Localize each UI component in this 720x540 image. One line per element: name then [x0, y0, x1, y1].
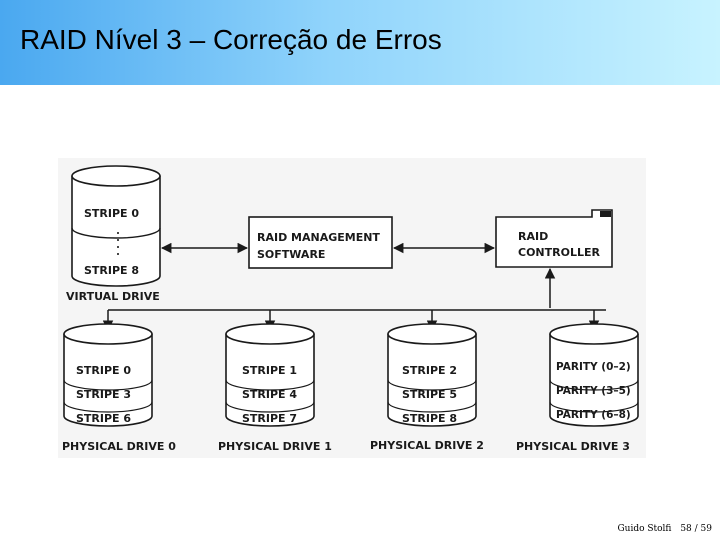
virtual-drive: STRIPE 0 STRIPE 8 VIRTUAL DRIVE [66, 165, 161, 303]
drive-2-stripe-a: STRIPE 2 [402, 364, 457, 377]
virtual-drive-stripe-top: STRIPE 0 [84, 207, 139, 220]
drive-1-stripe-b: STRIPE 4 [242, 388, 297, 401]
slide-title: RAID Nível 3 – Correção de Erros [20, 24, 442, 55]
physical-drives: STRIPE 0 STRIPE 3 STRIPE 6 PHYSICAL DRIV… [62, 310, 639, 453]
virtual-drive-stripe-bottom: STRIPE 8 [84, 264, 139, 277]
footer-page-number: 58 / 59 [680, 524, 712, 534]
physical-drive-3-label: PHYSICAL DRIVE 3 [516, 440, 630, 453]
controller-box-line2: CONTROLLER [518, 246, 600, 259]
software-box-line1: RAID MANAGEMENT [257, 231, 380, 244]
drive-2-stripe-c: STRIPE 8 [402, 412, 457, 425]
title-bar [0, 0, 720, 85]
raid-diagram: STRIPE 0 STRIPE 8 VIRTUAL DRIVE RAID MAN… [62, 165, 639, 453]
physical-drive-3: PARITY (0–2) PARITY (3–5) PARITY (6–8) P… [516, 310, 639, 453]
physical-drive-0: STRIPE 0 STRIPE 3 STRIPE 6 PHYSICAL DRIV… [62, 310, 176, 453]
physical-drive-0-label: PHYSICAL DRIVE 0 [62, 440, 176, 453]
physical-drive-1-label: PHYSICAL DRIVE 1 [218, 440, 332, 453]
drive-0-stripe-a: STRIPE 0 [76, 364, 131, 377]
virtual-drive-label: VIRTUAL DRIVE [66, 290, 160, 303]
drive-1-stripe-a: STRIPE 1 [242, 364, 297, 377]
physical-drive-1: STRIPE 1 STRIPE 4 STRIPE 7 PHYSICAL DRIV… [218, 310, 332, 453]
controller-box-line1: RAID [518, 230, 548, 243]
footer: Guido Stolfi 58 / 59 [611, 524, 712, 534]
physical-drive-2-label: PHYSICAL DRIVE 2 [370, 439, 484, 452]
drive-2-stripe-b: STRIPE 5 [402, 388, 457, 401]
drive-3-parity-a: PARITY (0–2) [556, 361, 631, 373]
footer-author: Guido Stolfi [617, 524, 672, 534]
drive-0-stripe-c: STRIPE 6 [76, 412, 131, 425]
drive-3-parity-c: PARITY (6–8) [556, 409, 631, 421]
raid-controller-box: RAID CONTROLLER [495, 209, 613, 268]
physical-drive-2: STRIPE 2 STRIPE 5 STRIPE 8 PHYSICAL DRIV… [370, 310, 484, 452]
raid-management-software-box: RAID MANAGEMENT SOFTWARE [248, 216, 393, 269]
drive-0-stripe-b: STRIPE 3 [76, 388, 131, 401]
drive-1-stripe-c: STRIPE 7 [242, 412, 297, 425]
software-box-line2: SOFTWARE [257, 248, 325, 261]
drive-3-parity-b: PARITY (3–5) [556, 385, 631, 397]
